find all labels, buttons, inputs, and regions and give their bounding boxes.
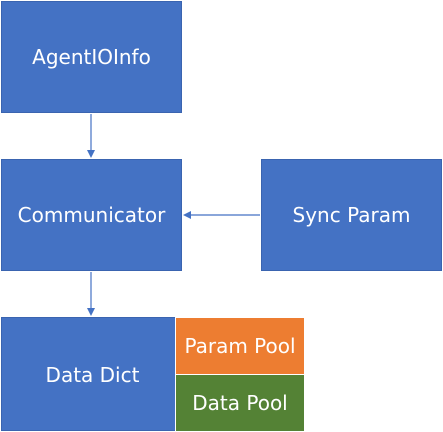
sync-param-label: Sync Param (292, 203, 411, 227)
data-dict-node: Data Dict (1, 317, 182, 431)
param-pool-label: Param Pool (184, 334, 296, 358)
agent-io-info-node: AgentIOInfo (1, 1, 182, 113)
communicator-node: Communicator (1, 159, 182, 271)
param-pool-node: Param Pool (175, 317, 305, 375)
sync-param-node: Sync Param (261, 159, 442, 271)
data-pool-label: Data Pool (192, 391, 288, 415)
communicator-label: Communicator (17, 203, 166, 227)
data-pool-node: Data Pool (175, 374, 305, 432)
data-dict-label: Data Dict (45, 363, 140, 387)
agent-io-info-label: AgentIOInfo (32, 45, 151, 69)
